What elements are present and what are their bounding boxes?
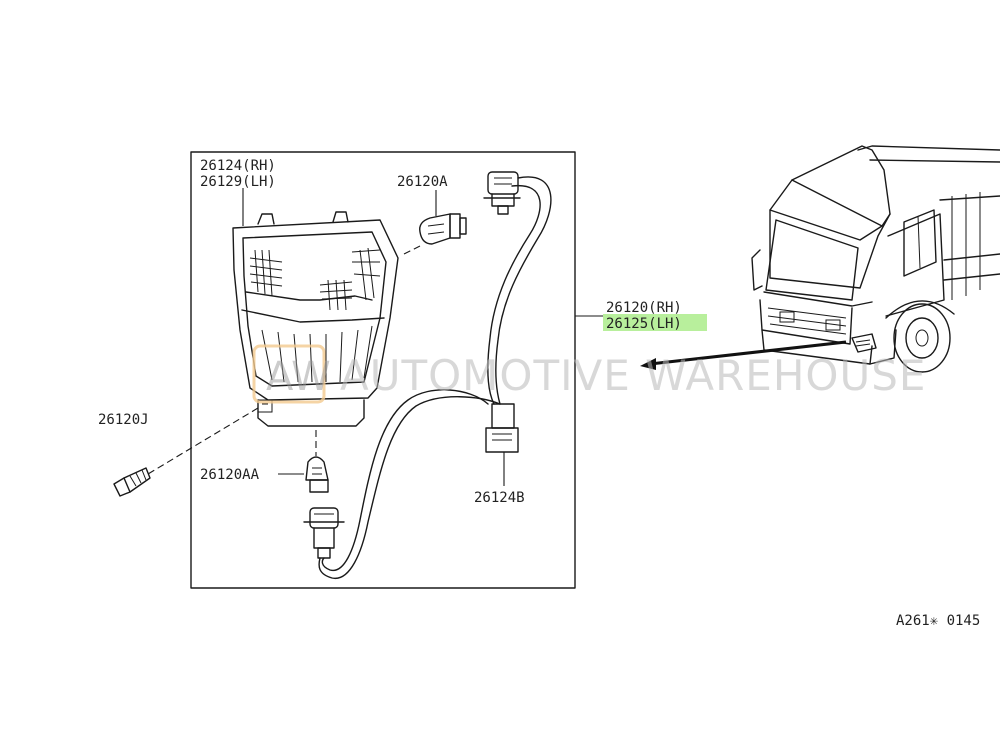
bulb-26120aa bbox=[305, 456, 329, 493]
dash-bulb-top bbox=[403, 245, 421, 255]
label-bulb-top: 26120A bbox=[397, 174, 448, 190]
watermark-logo: AW bbox=[266, 354, 331, 400]
label-lamp-rh: 26124(RH) bbox=[200, 158, 276, 174]
socket-bottom bbox=[303, 507, 345, 559]
label-lamp-lh: 26129(LH) bbox=[200, 174, 276, 190]
label-screw: 26120J bbox=[98, 412, 149, 428]
socket-top bbox=[483, 171, 521, 215]
label-assy-rh: 26120(RH) bbox=[606, 300, 682, 316]
bulb-26120a bbox=[419, 213, 467, 245]
assembly-frame bbox=[190, 151, 576, 589]
truck-illustration bbox=[751, 145, 1000, 373]
reference-code: A261✳ 0145 bbox=[896, 613, 980, 629]
wiring-harness bbox=[318, 176, 552, 579]
lamp-housing bbox=[232, 211, 399, 427]
label-highlight bbox=[603, 314, 707, 331]
label-connector: 26124B bbox=[474, 490, 525, 506]
dash-screw bbox=[147, 407, 259, 475]
pointer-arrow bbox=[640, 340, 847, 370]
watermark: AW AUTOMOTIVE WAREHOUSE bbox=[252, 344, 926, 404]
label-bulb-bottom: 26120AA bbox=[200, 467, 260, 483]
watermark-logo-frame bbox=[252, 344, 326, 404]
connector-26124b bbox=[485, 403, 519, 453]
screw-26120j bbox=[113, 467, 151, 497]
label-assy-lh: 26125(LH) bbox=[606, 316, 682, 332]
watermark-text: AUTOMOTIVE WAREHOUSE bbox=[340, 351, 926, 400]
